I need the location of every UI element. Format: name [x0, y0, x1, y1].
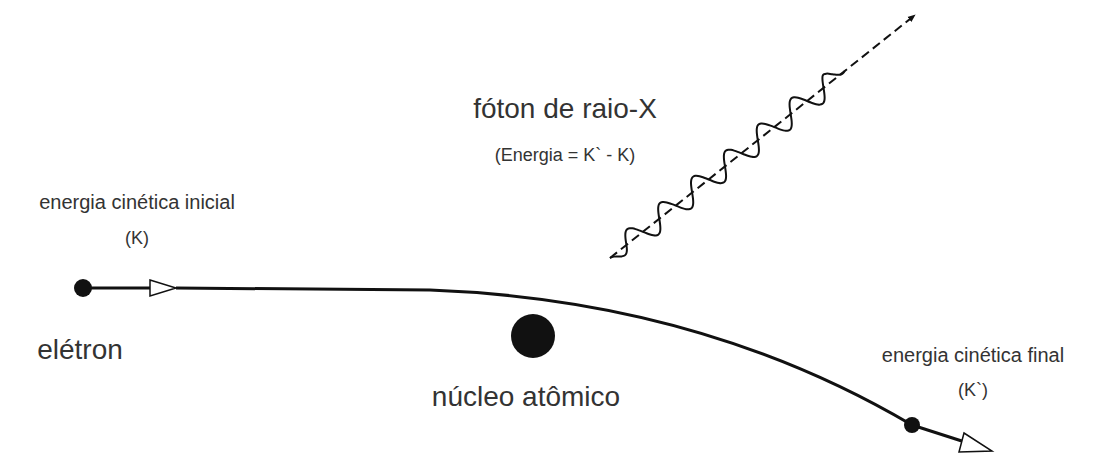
symbol-label: (K`): [958, 380, 988, 402]
electron-dot: [74, 279, 92, 297]
electron-vector: [83, 287, 150, 290]
photon-direction: [610, 15, 915, 258]
final-energy-label: energia cinética final: [882, 343, 1064, 367]
symbol-label: (K): [125, 228, 149, 250]
electron-trajectory: [176, 288, 912, 425]
electron-dot: [904, 417, 920, 433]
photon-label: fóton de raio-X: [473, 92, 657, 126]
nucleus-label: núcleo atômico: [432, 380, 620, 414]
arrow-head: [959, 433, 992, 452]
energy-formula: (Energia = K` - K): [495, 145, 636, 167]
initial-energy-label: energia cinética inicial: [39, 190, 235, 214]
electron-vector: [912, 425, 968, 443]
electron-label: elétron: [37, 333, 123, 367]
arrow-head: [150, 280, 176, 296]
nucleus: [511, 314, 555, 358]
